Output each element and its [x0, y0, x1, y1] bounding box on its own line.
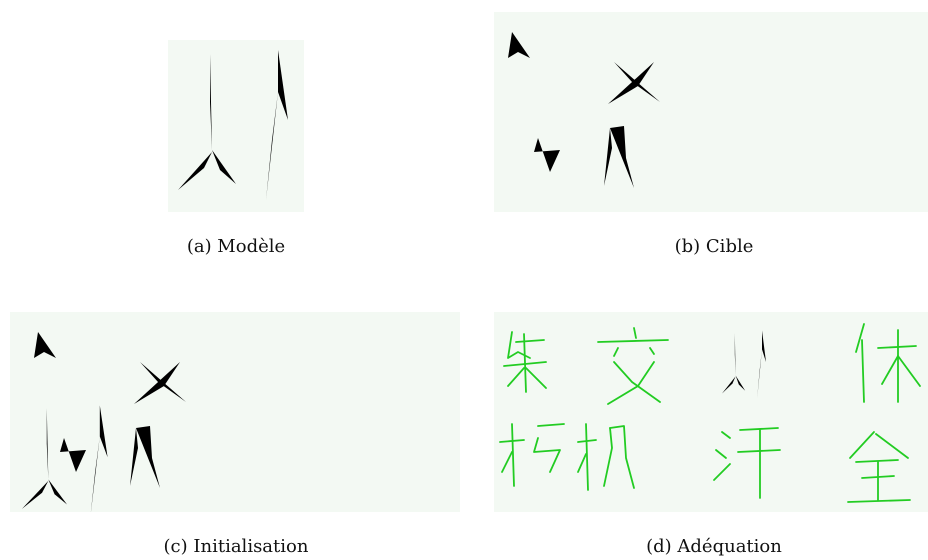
caption-c: (c) Initialisation [163, 536, 309, 557]
matching-image [499, 323, 921, 503]
panel-b-target [494, 12, 928, 212]
panel-a-model [168, 40, 304, 212]
caption-a: (a) Modèle [186, 236, 286, 257]
caption-b: (b) Cible [674, 236, 754, 257]
model-character-image [176, 50, 288, 200]
panel-c-initialisation [10, 312, 460, 512]
caption-d: (d) Adéquation [646, 536, 782, 557]
panel-d-matching [494, 312, 928, 512]
initialisation-image [20, 324, 446, 512]
target-characters-image [500, 24, 920, 202]
